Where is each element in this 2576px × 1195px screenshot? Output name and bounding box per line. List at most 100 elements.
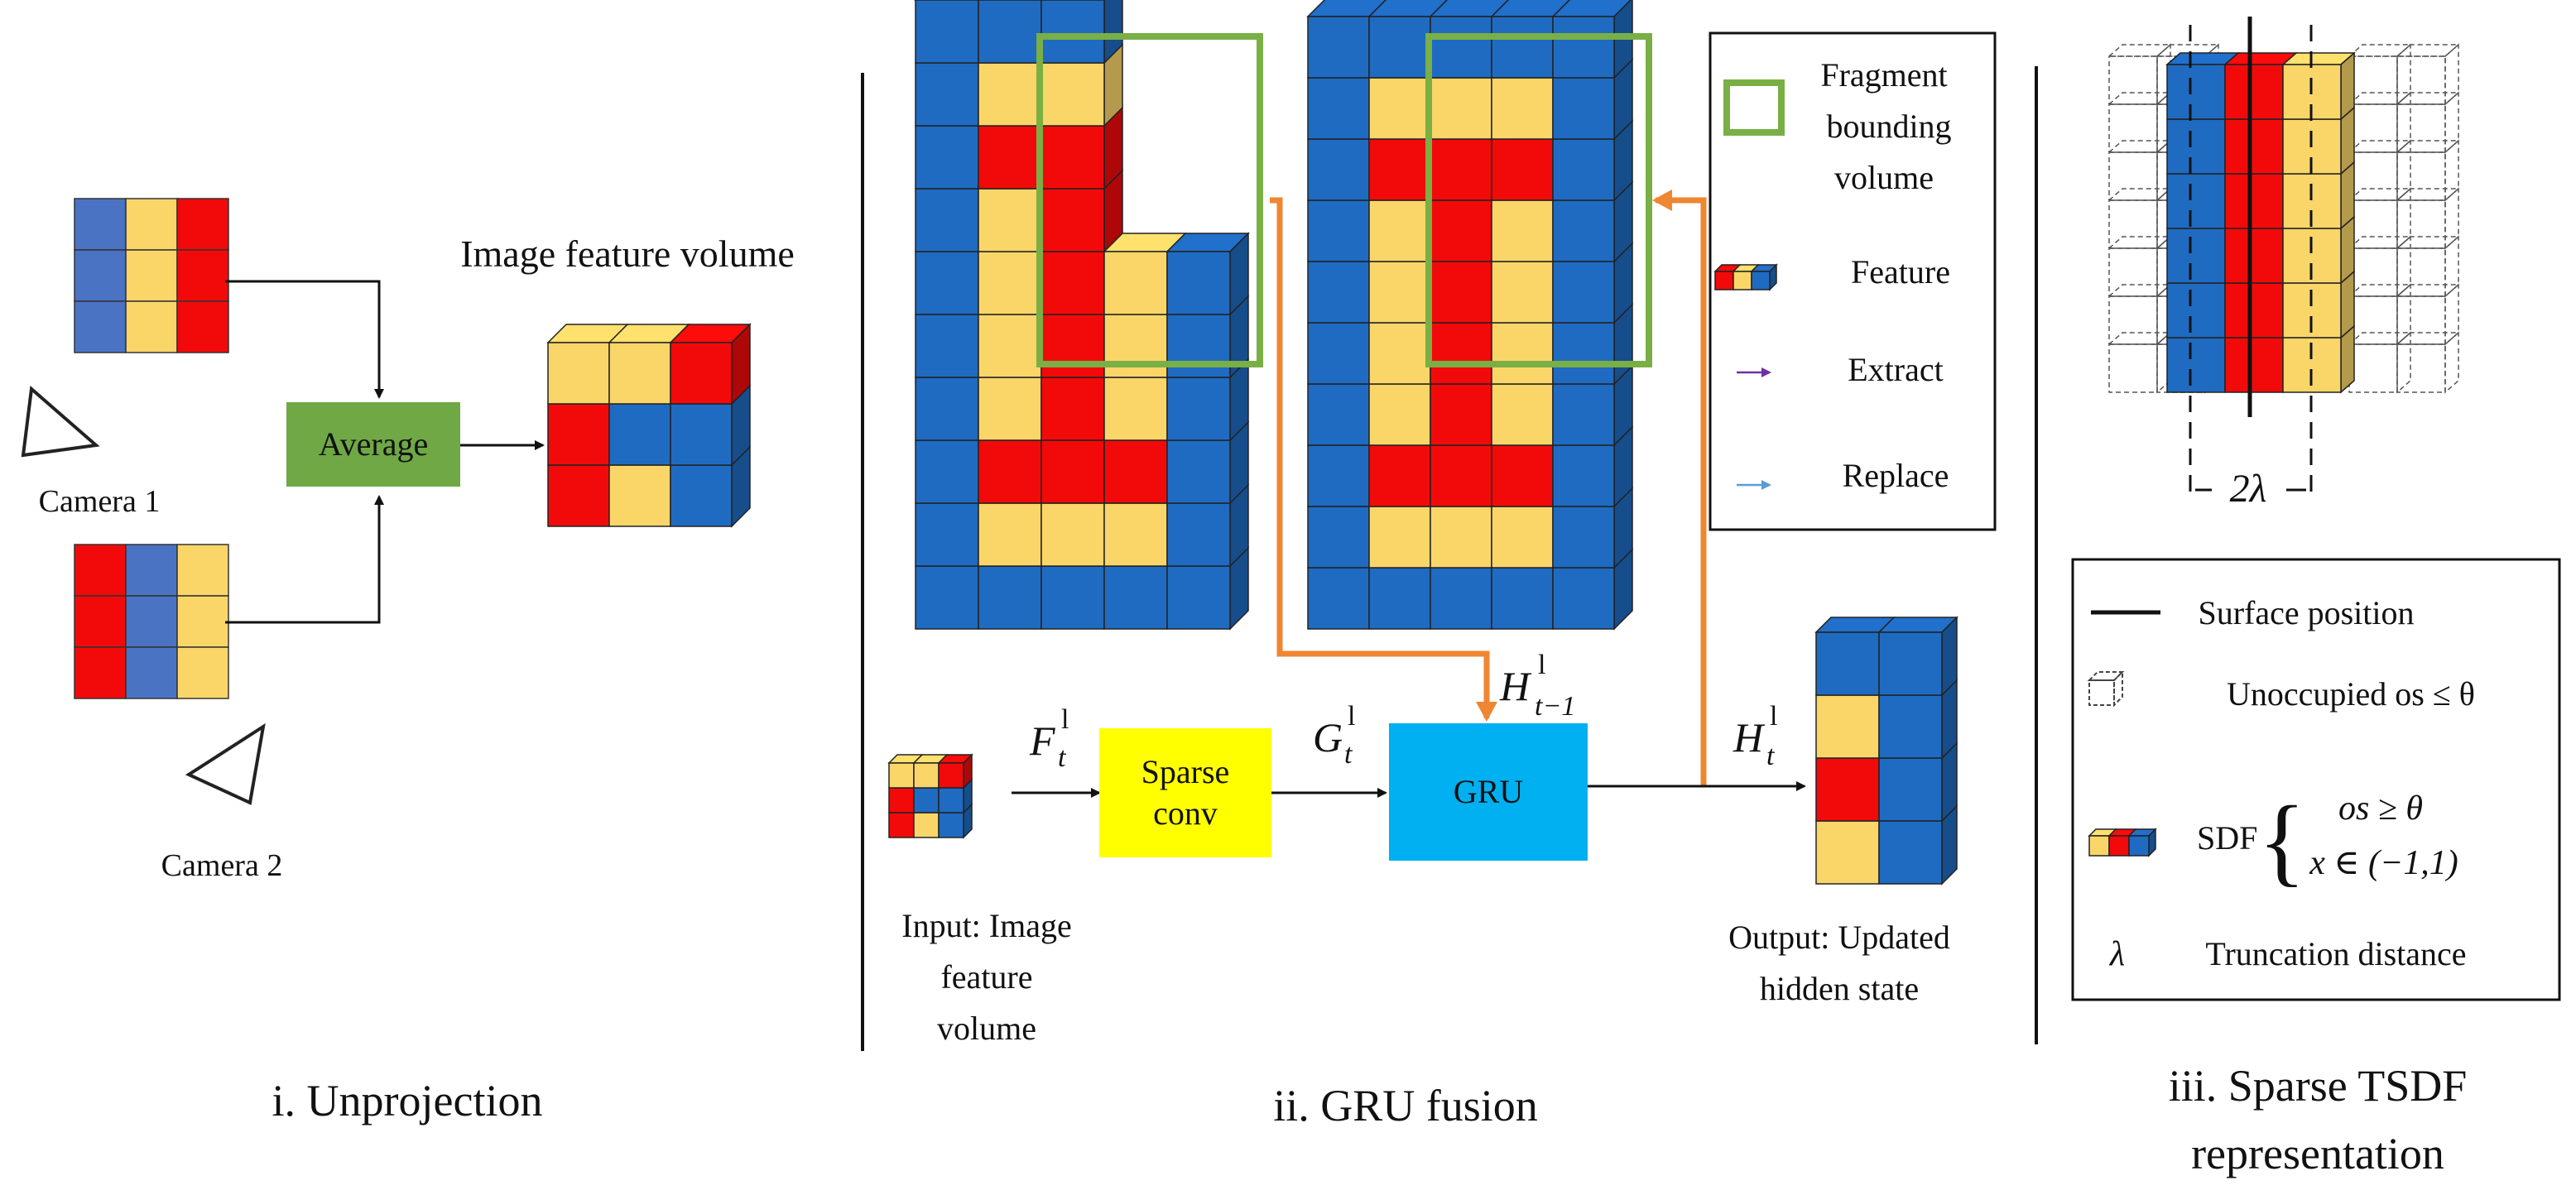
feature-cell [74,198,127,251]
legend-feature-voxels [1713,263,1778,291]
camera1-connector [225,280,384,399]
unoccupied-voxel [2107,236,2172,249]
voxel-front [1430,16,1492,79]
updated-global-volume [1306,0,1633,631]
feature-cell [74,249,127,302]
unoccupied-voxel [2108,103,2158,153]
camera2-connector [225,495,384,624]
sparse-conv-line2: conv [1153,794,1218,832]
unoccupied-voxel [2108,295,2158,345]
global-hidden-state-volume [914,0,1250,631]
voxel-front [1552,261,1615,324]
voxel-front [915,439,979,504]
unoccupied-voxel [2396,188,2460,201]
voxel-front [1040,439,1105,504]
unoccupied-voxel [2444,139,2459,202]
voxel-front [915,377,979,441]
section-tsdf-line2: representation [2191,1129,2444,1178]
F-subscript: t [1058,742,1067,773]
unoccupied-voxel [2348,236,2412,249]
voxel-front [1166,565,1231,630]
voxel-front [1491,16,1554,79]
unoccupied-voxel [2396,235,2411,298]
voxel-front [1368,444,1431,507]
voxel-front [1491,322,1554,385]
section-tsdf-line1: iii. Sparse TSDF [2169,1061,2468,1111]
sdf-voxel-front [2224,173,2284,229]
voxel-front [1040,565,1105,630]
Hprev-superscript: l [1538,650,1545,680]
right-volume-voxels [1306,0,1633,631]
sdf-voxel-front [2224,282,2284,338]
fragment-bbox-right [1425,33,1652,367]
unoccupied-voxel [2107,332,2172,345]
section-gru-fusion: ii. GRU fusion [1273,1081,1538,1130]
voxel-front [1430,506,1492,569]
G-symbol: G [1313,714,1343,761]
unoccupied-voxel [2444,283,2459,346]
camera1-icon [21,386,100,458]
output-voxels [1814,616,1958,885]
voxel-front [1552,383,1615,446]
voxel-front [888,787,915,813]
Hprev-symbol: H [1499,663,1532,709]
voxel-front [978,377,1042,441]
unoccupied-voxel [2348,343,2398,393]
legend-sdf-brace: { [2258,785,2306,895]
G-superscript: l [1348,701,1355,732]
voxel-front [978,0,1042,64]
legend-fragment-line3: volume [1834,159,1934,196]
sdf-voxel-front [2224,228,2284,284]
left-volume-voxels [914,0,1250,631]
voxel-front [1430,444,1492,507]
legend-truncation-label: Truncation distance [2205,935,2466,972]
voxel-front [1491,444,1554,507]
voxel-front [915,62,979,127]
voxel-front [547,464,610,527]
unoccupied-voxel [2108,343,2158,393]
sdf-voxel-front [2166,118,2226,175]
section-unprojection: i. Unprojection [272,1076,543,1125]
voxel-front [1430,383,1492,446]
voxel-front [1103,565,1168,630]
camera2-feature-grid [74,544,229,699]
unoccupied-voxel [2396,199,2446,249]
voxel-front [670,403,733,466]
voxel-front [1815,694,1880,759]
legend-sdf-case1: os ≥ θ [2338,789,2423,828]
voxel-front [1714,271,1734,290]
legend-sdf-voxels [2088,828,2157,857]
average-box [286,402,460,487]
unoccupied-voxel [2348,55,2398,105]
sparse-conv-box [1099,728,1271,857]
voxel-front [913,762,940,789]
voxel-front [1103,377,1168,441]
voxel-front [1552,567,1615,630]
unoccupied-voxel [2108,247,2158,297]
unoccupied-voxel [2396,43,2411,106]
voxel-front [608,342,671,405]
voxel-front [2088,835,2110,857]
H-subscript: t [1766,741,1776,771]
feature-cell [176,646,229,699]
feature-cell [176,300,229,353]
input-caption-line2: feature [940,958,1032,996]
tsdf-sdf-columns [2165,51,2356,394]
image-feature-volume-title: Image feature volume [460,233,795,275]
voxel-front [1307,383,1370,446]
voxel-front [915,314,979,378]
voxel-front [1307,506,1370,569]
unoccupied-voxel [2396,139,2411,202]
voxel-front [1552,16,1615,79]
voxel-front [978,314,1042,378]
two-lambda-label: 2λ [2230,467,2267,511]
output-caption-line1: Output: Updated [1728,919,1950,956]
legend-fragment-swatch [1723,79,1785,136]
voxel-front [915,251,979,315]
voxel-front [915,0,979,64]
voxel-front [1733,271,1752,290]
unoccupied-voxel [2348,188,2412,201]
feature-cell [74,595,127,648]
feature-cell [176,198,229,251]
voxel-front [1552,444,1615,507]
